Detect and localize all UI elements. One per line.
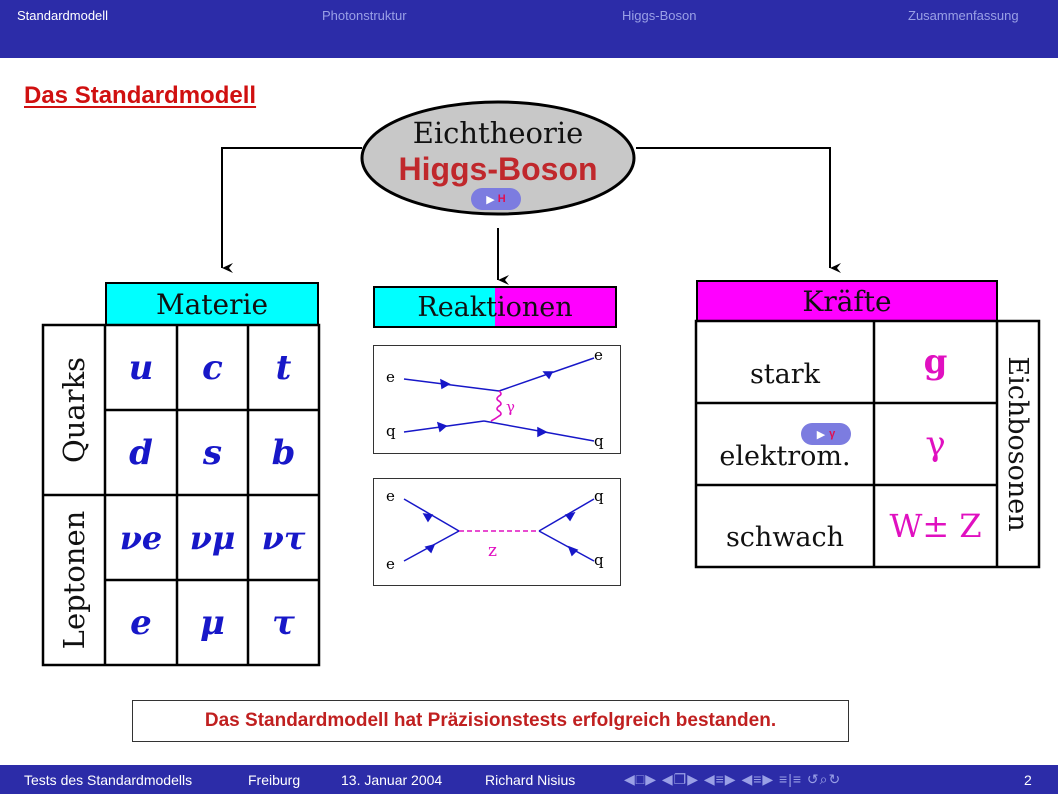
scatter-in-bottom: q	[386, 422, 396, 440]
particle-u: u	[128, 347, 154, 388]
higgs-link-label: H	[497, 193, 506, 205]
play-icon: ▶	[486, 193, 495, 206]
center-line-higgs-boson: Higgs-Boson	[398, 151, 598, 187]
nav-item-zusammenfassung[interactable]: Zusammenfassung	[908, 8, 1019, 23]
scatter-out-top: e	[594, 346, 603, 364]
force-elektromagnetisch: elektrom.	[719, 440, 851, 472]
scattering-lines	[403, 357, 595, 442]
particle-e: e	[130, 602, 152, 643]
boson-gluon: g	[923, 342, 948, 382]
photon-link-label: γ	[829, 428, 836, 440]
particle-tau: τ	[272, 602, 295, 643]
center-line-eichtheorie: Eichtheorie	[412, 116, 584, 150]
feynman-diagram-scattering: e q e q γ	[373, 345, 621, 454]
boson-photon: γ	[925, 424, 946, 464]
top-navigation-bar: Standardmodell Photonstruktur Higgs-Boso…	[0, 0, 1058, 58]
particle-nu-tau: ντ	[261, 518, 306, 557]
center-ellipse	[360, 100, 636, 216]
boson-w-z: W± Z	[889, 507, 982, 545]
particle-s: s	[202, 432, 223, 473]
higgs-link-button[interactable]: ▶ H	[471, 188, 521, 210]
feynman-diagram-annihilation: e e q q z	[373, 478, 621, 586]
particle-nu-mu: νμ	[189, 518, 236, 557]
conclusion-box: Das Standardmodell hat Präzisionstests e…	[132, 700, 849, 742]
particle-t: t	[275, 347, 292, 388]
force-stark: stark	[749, 358, 821, 390]
footer-talk-title: Tests des Standardmodells	[24, 772, 193, 788]
particle-c: c	[202, 347, 223, 388]
nav-item-standardmodell[interactable]: Standardmodell	[17, 8, 109, 23]
reaktionen-header: Reaktionen	[373, 286, 617, 328]
materie-header: Materie	[105, 282, 319, 326]
page-number: 2	[1024, 772, 1032, 788]
footer-place: Freiburg	[248, 772, 301, 788]
eichbosonen-label: Eichbosonen	[1002, 356, 1034, 532]
scatter-boson-label: γ	[506, 398, 515, 416]
nav-slide-icons[interactable]: ◀□▶ ◀❐▶ ◀≡▶ ◀≡▶ ≡|≡ ↺⌕↻	[624, 771, 842, 787]
annihilation-in-bottom: e	[386, 555, 395, 573]
annihilation-out-bottom: q	[594, 551, 604, 569]
force-schwach: schwach	[725, 521, 845, 553]
play-icon: ▶	[816, 428, 826, 441]
footer-author: Richard Nisius	[485, 772, 576, 788]
annihilation-boson-label: z	[488, 541, 497, 561]
photon-link-button[interactable]: ▶ γ	[801, 423, 851, 445]
annihilation-out-top: q	[594, 487, 604, 505]
annihilation-in-top: e	[386, 487, 395, 505]
particle-b: b	[271, 432, 296, 473]
annihilation-lines	[403, 498, 595, 562]
scatter-out-bottom: q	[594, 432, 604, 450]
scatter-in-top: e	[386, 368, 395, 386]
footer-bar: Tests des Standardmodells Freiburg 13. J…	[0, 765, 1058, 794]
particle-mu: μ	[200, 602, 225, 643]
nav-item-higgs-boson[interactable]: Higgs-Boson	[622, 8, 697, 23]
slide-title: Das Standardmodell	[24, 82, 257, 109]
particle-nu-e: νe	[119, 518, 163, 557]
nav-item-photonstruktur[interactable]: Photonstruktur	[322, 8, 407, 23]
footer-date: 13. Januar 2004	[341, 772, 443, 788]
particle-d: d	[129, 432, 153, 473]
